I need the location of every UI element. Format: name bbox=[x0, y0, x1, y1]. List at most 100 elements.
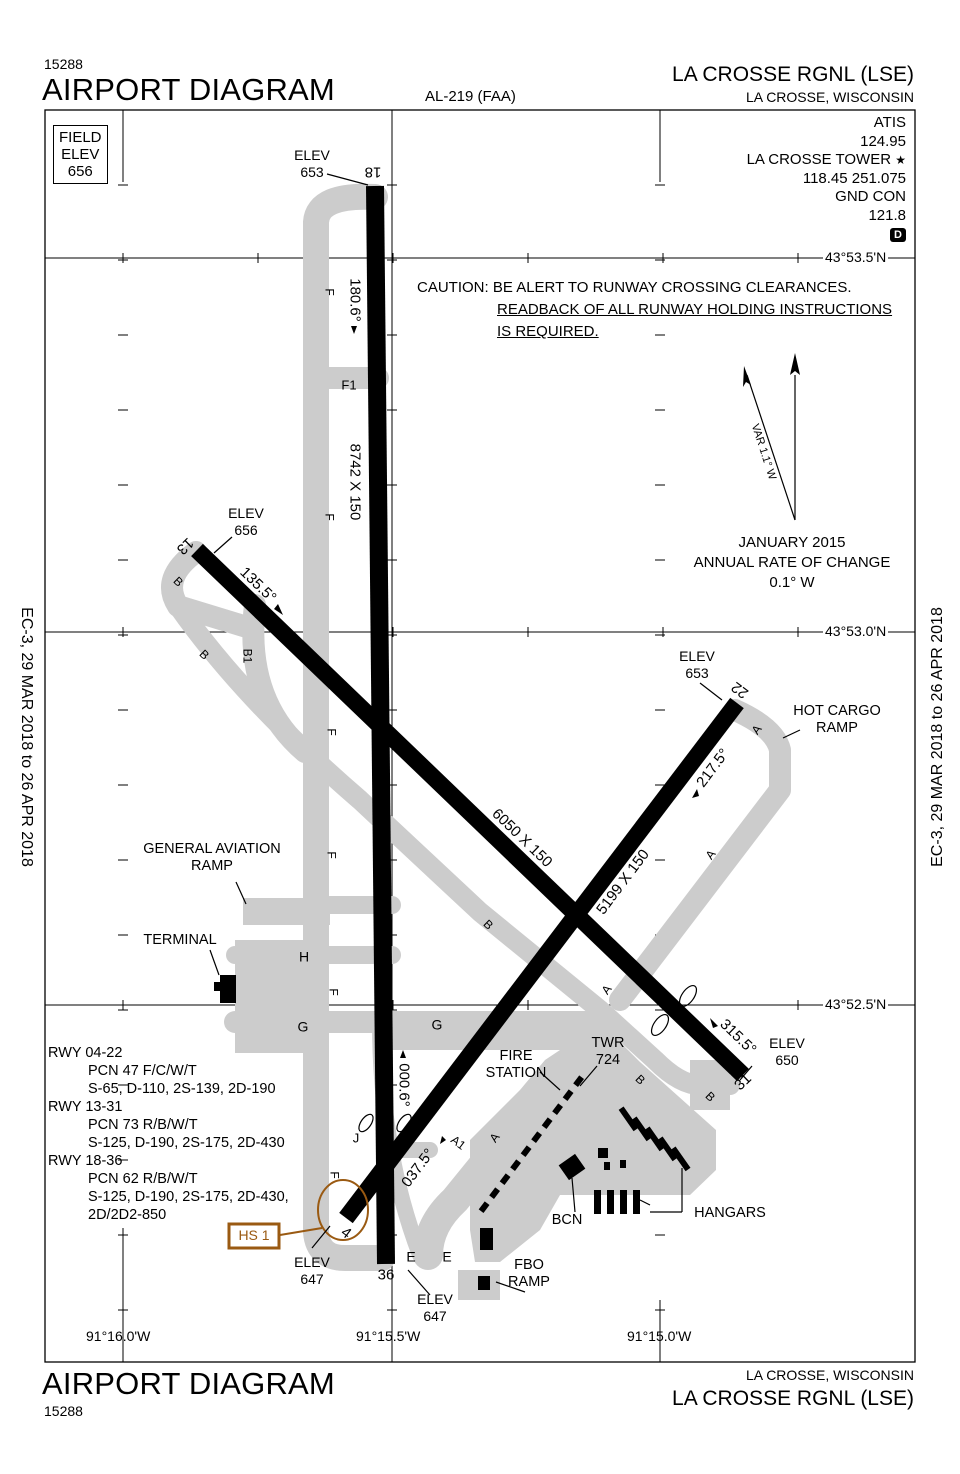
lon-3: 91°15.0'W bbox=[627, 1328, 692, 1344]
hangar bbox=[618, 1106, 639, 1132]
lat-1: 43°53.5'N bbox=[823, 249, 889, 265]
taxiway-g-label: G bbox=[297, 1018, 309, 1035]
footer-airport-name: LA CROSSE RGNL (LSE) bbox=[672, 1387, 914, 1410]
footer-title: AIRPORT DIAGRAM bbox=[42, 1366, 335, 1401]
building-bar bbox=[541, 1117, 553, 1129]
page-title: AIRPORT DIAGRAM bbox=[42, 72, 335, 107]
south-apron bbox=[690, 1060, 730, 1110]
elev-value: 653 bbox=[300, 164, 324, 180]
caution-line1: BE ALERT TO RUNWAY CROSSING CLEARANCES. bbox=[492, 279, 852, 296]
pcn-rwy-18-36: RWY 18-36 bbox=[48, 1153, 123, 1169]
field-elev-line2: ELEV bbox=[61, 146, 100, 163]
elev-value: 647 bbox=[423, 1308, 447, 1324]
taxiway-b1-label: B1 bbox=[240, 648, 255, 664]
pcn-rwy-04-22-gear: S-65, D-110, 2S-139, 2D-190 bbox=[88, 1081, 276, 1097]
taxiway-e-label: E bbox=[442, 1248, 452, 1265]
caution-prefix: CAUTION: bbox=[417, 279, 489, 296]
fbo-small-building bbox=[478, 1276, 490, 1290]
rwy-18-heading: 180.6° bbox=[346, 278, 364, 322]
elev-label: ELEV bbox=[769, 1035, 805, 1051]
true-north-arrow bbox=[790, 353, 800, 375]
fbo-line2: RAMP bbox=[508, 1274, 550, 1290]
ga-line2: RAMP bbox=[191, 858, 233, 874]
tower-line: LA CROSSE TOWER ★ bbox=[747, 151, 906, 170]
atis-freq: 124.95 bbox=[860, 132, 906, 150]
caution-line2: READBACK OF ALL RUNWAY HOLDING INSTRUCTI… bbox=[497, 301, 893, 318]
runways bbox=[191, 185, 749, 1265]
chart-number: 15288 bbox=[44, 56, 83, 72]
hot-cargo-ramp-label: HOT CARGO RAMP bbox=[793, 703, 881, 737]
taxiway-f-label: F bbox=[326, 988, 341, 996]
hangar-small bbox=[620, 1160, 626, 1168]
rwy-18-36-dimensions: 8742 X 150 bbox=[346, 443, 364, 521]
runway-13-31 bbox=[191, 543, 749, 1082]
fbo-ramp-label: FBO RAMP bbox=[508, 1257, 550, 1291]
var-date: JANUARY 2015 bbox=[738, 534, 846, 551]
hot-cargo-line1: HOT CARGO bbox=[793, 703, 881, 719]
taxiway-f-label: F bbox=[322, 288, 337, 296]
buildings bbox=[214, 975, 691, 1290]
pcn-rwy-18-36-gear: S-125, D-190, 2S-175, 2D-430, bbox=[88, 1189, 289, 1205]
d-badge-icon: D bbox=[890, 228, 906, 242]
fbo-building bbox=[480, 1228, 493, 1250]
elev-label: ELEV bbox=[294, 147, 330, 163]
twr-line2: 724 bbox=[595, 1052, 621, 1068]
taxiway-e-label: E bbox=[406, 1248, 416, 1265]
rwy-36-heading: 000.6° bbox=[395, 1063, 413, 1107]
hot-spot-label: HS 1 bbox=[238, 1227, 270, 1243]
footer-city-state: LA CROSSE, WISCONSIN bbox=[745, 1367, 914, 1383]
hangar-small bbox=[604, 1162, 610, 1170]
building-bar bbox=[478, 1201, 490, 1213]
pcn-rwy-18-36-gear2: 2D/2D2-850 bbox=[88, 1207, 167, 1223]
city-state: LA CROSSE, WISCONSIN bbox=[745, 89, 914, 105]
pcn-rwy-13-31-gear: S-125, D-190, 2S-175, 2D-430 bbox=[88, 1135, 285, 1151]
runway-04-22 bbox=[339, 697, 744, 1224]
elev-label: ELEV bbox=[294, 1254, 330, 1270]
taxiway-f1-label: F1 bbox=[341, 377, 357, 393]
field-elevation-box: FIELD ELEV 656 bbox=[53, 125, 108, 184]
pcn-rwy-13-31-value: PCN 73 R/B/W/T bbox=[88, 1117, 198, 1133]
hangar bbox=[633, 1190, 640, 1214]
pcn-rwy-18-36-value: PCN 62 R/B/W/T bbox=[88, 1171, 198, 1187]
fire-station-label: FIRE STATION bbox=[486, 1048, 547, 1082]
hangar bbox=[644, 1126, 665, 1152]
building-bar bbox=[562, 1089, 574, 1101]
general-aviation-ramp-label: GENERAL AVIATION RAMP bbox=[143, 841, 281, 875]
north-arrows bbox=[743, 353, 800, 521]
annual-label: ANNUAL RATE OF CHANGE bbox=[693, 554, 891, 571]
bcn-building bbox=[558, 1153, 586, 1181]
taxiway-f-label: F bbox=[324, 851, 339, 859]
atis-label: ATIS bbox=[873, 114, 906, 131]
magnetic-north-arrow bbox=[743, 366, 751, 387]
tower-freq: 118.45 251.075 bbox=[802, 169, 906, 187]
caution-line3: IS REQUIRED. bbox=[497, 323, 599, 340]
rwy-end-18: 18 bbox=[364, 163, 382, 181]
hangar bbox=[607, 1190, 614, 1214]
twr-line1: TWR bbox=[591, 1035, 625, 1051]
building-bar bbox=[499, 1173, 511, 1185]
elev-label: ELEV bbox=[228, 505, 264, 521]
tower-label-map: TWR 724 bbox=[591, 1035, 624, 1069]
fire-line1: FIRE bbox=[499, 1048, 533, 1064]
gnd-label: GND CON bbox=[835, 188, 906, 205]
fbo-line1: FBO bbox=[514, 1257, 544, 1273]
taxiway-f-label: F bbox=[324, 728, 339, 736]
lon-2: 91°15.5'W bbox=[356, 1328, 421, 1344]
hot-spot-circle bbox=[317, 1179, 369, 1241]
annual-value: 0.1° W bbox=[769, 574, 815, 591]
hangar bbox=[631, 1116, 652, 1142]
annual-change-block: JANUARY 2015 ANNUAL RATE OF CHANGE 0.1° … bbox=[694, 533, 891, 593]
arrow-heads bbox=[274, 326, 718, 1144]
gnd-freq: 121.8 bbox=[868, 206, 906, 224]
airport-name: LA CROSSE RGNL (LSE) bbox=[672, 63, 914, 86]
building-bar bbox=[573, 1075, 585, 1087]
taxiway-j-label: J bbox=[352, 1130, 360, 1146]
field-elev-value: 656 bbox=[67, 163, 93, 180]
bcn-small-building bbox=[598, 1148, 608, 1158]
